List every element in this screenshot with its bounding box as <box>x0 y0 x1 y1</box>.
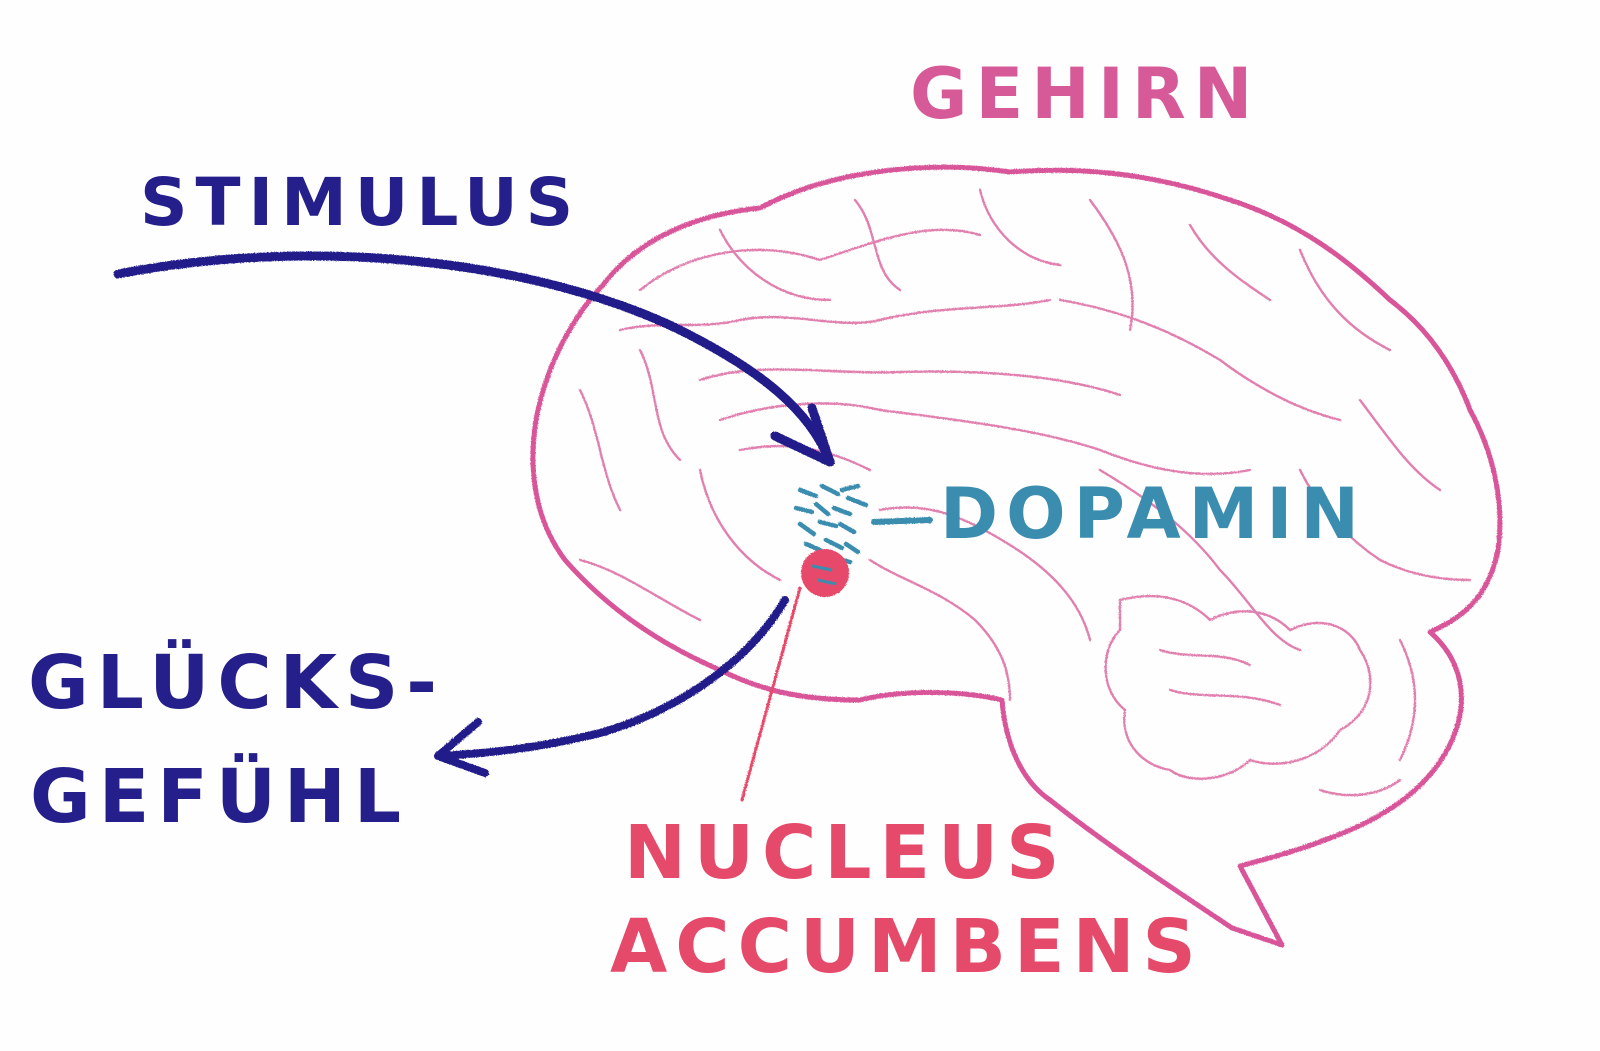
brain-folds <box>578 188 1472 797</box>
label-nucleus-line1: NUCLEUS <box>624 810 1067 896</box>
label-happiness-line2: GEFÜHL <box>30 752 409 840</box>
label-happiness-line1: GLÜCKS- <box>28 638 445 726</box>
happiness-arrow <box>434 596 789 777</box>
label-dopamine: DOPAMIN <box>940 473 1367 555</box>
label-stimulus: STIMULUS <box>140 164 581 241</box>
label-nucleus-line2: ACCUMBENS <box>610 904 1204 990</box>
label-brain: GEHIRN <box>910 53 1260 135</box>
brain-outline <box>530 164 1503 948</box>
nucleus-accumbens-marker <box>740 549 849 802</box>
stimulus-arrow <box>113 251 835 467</box>
